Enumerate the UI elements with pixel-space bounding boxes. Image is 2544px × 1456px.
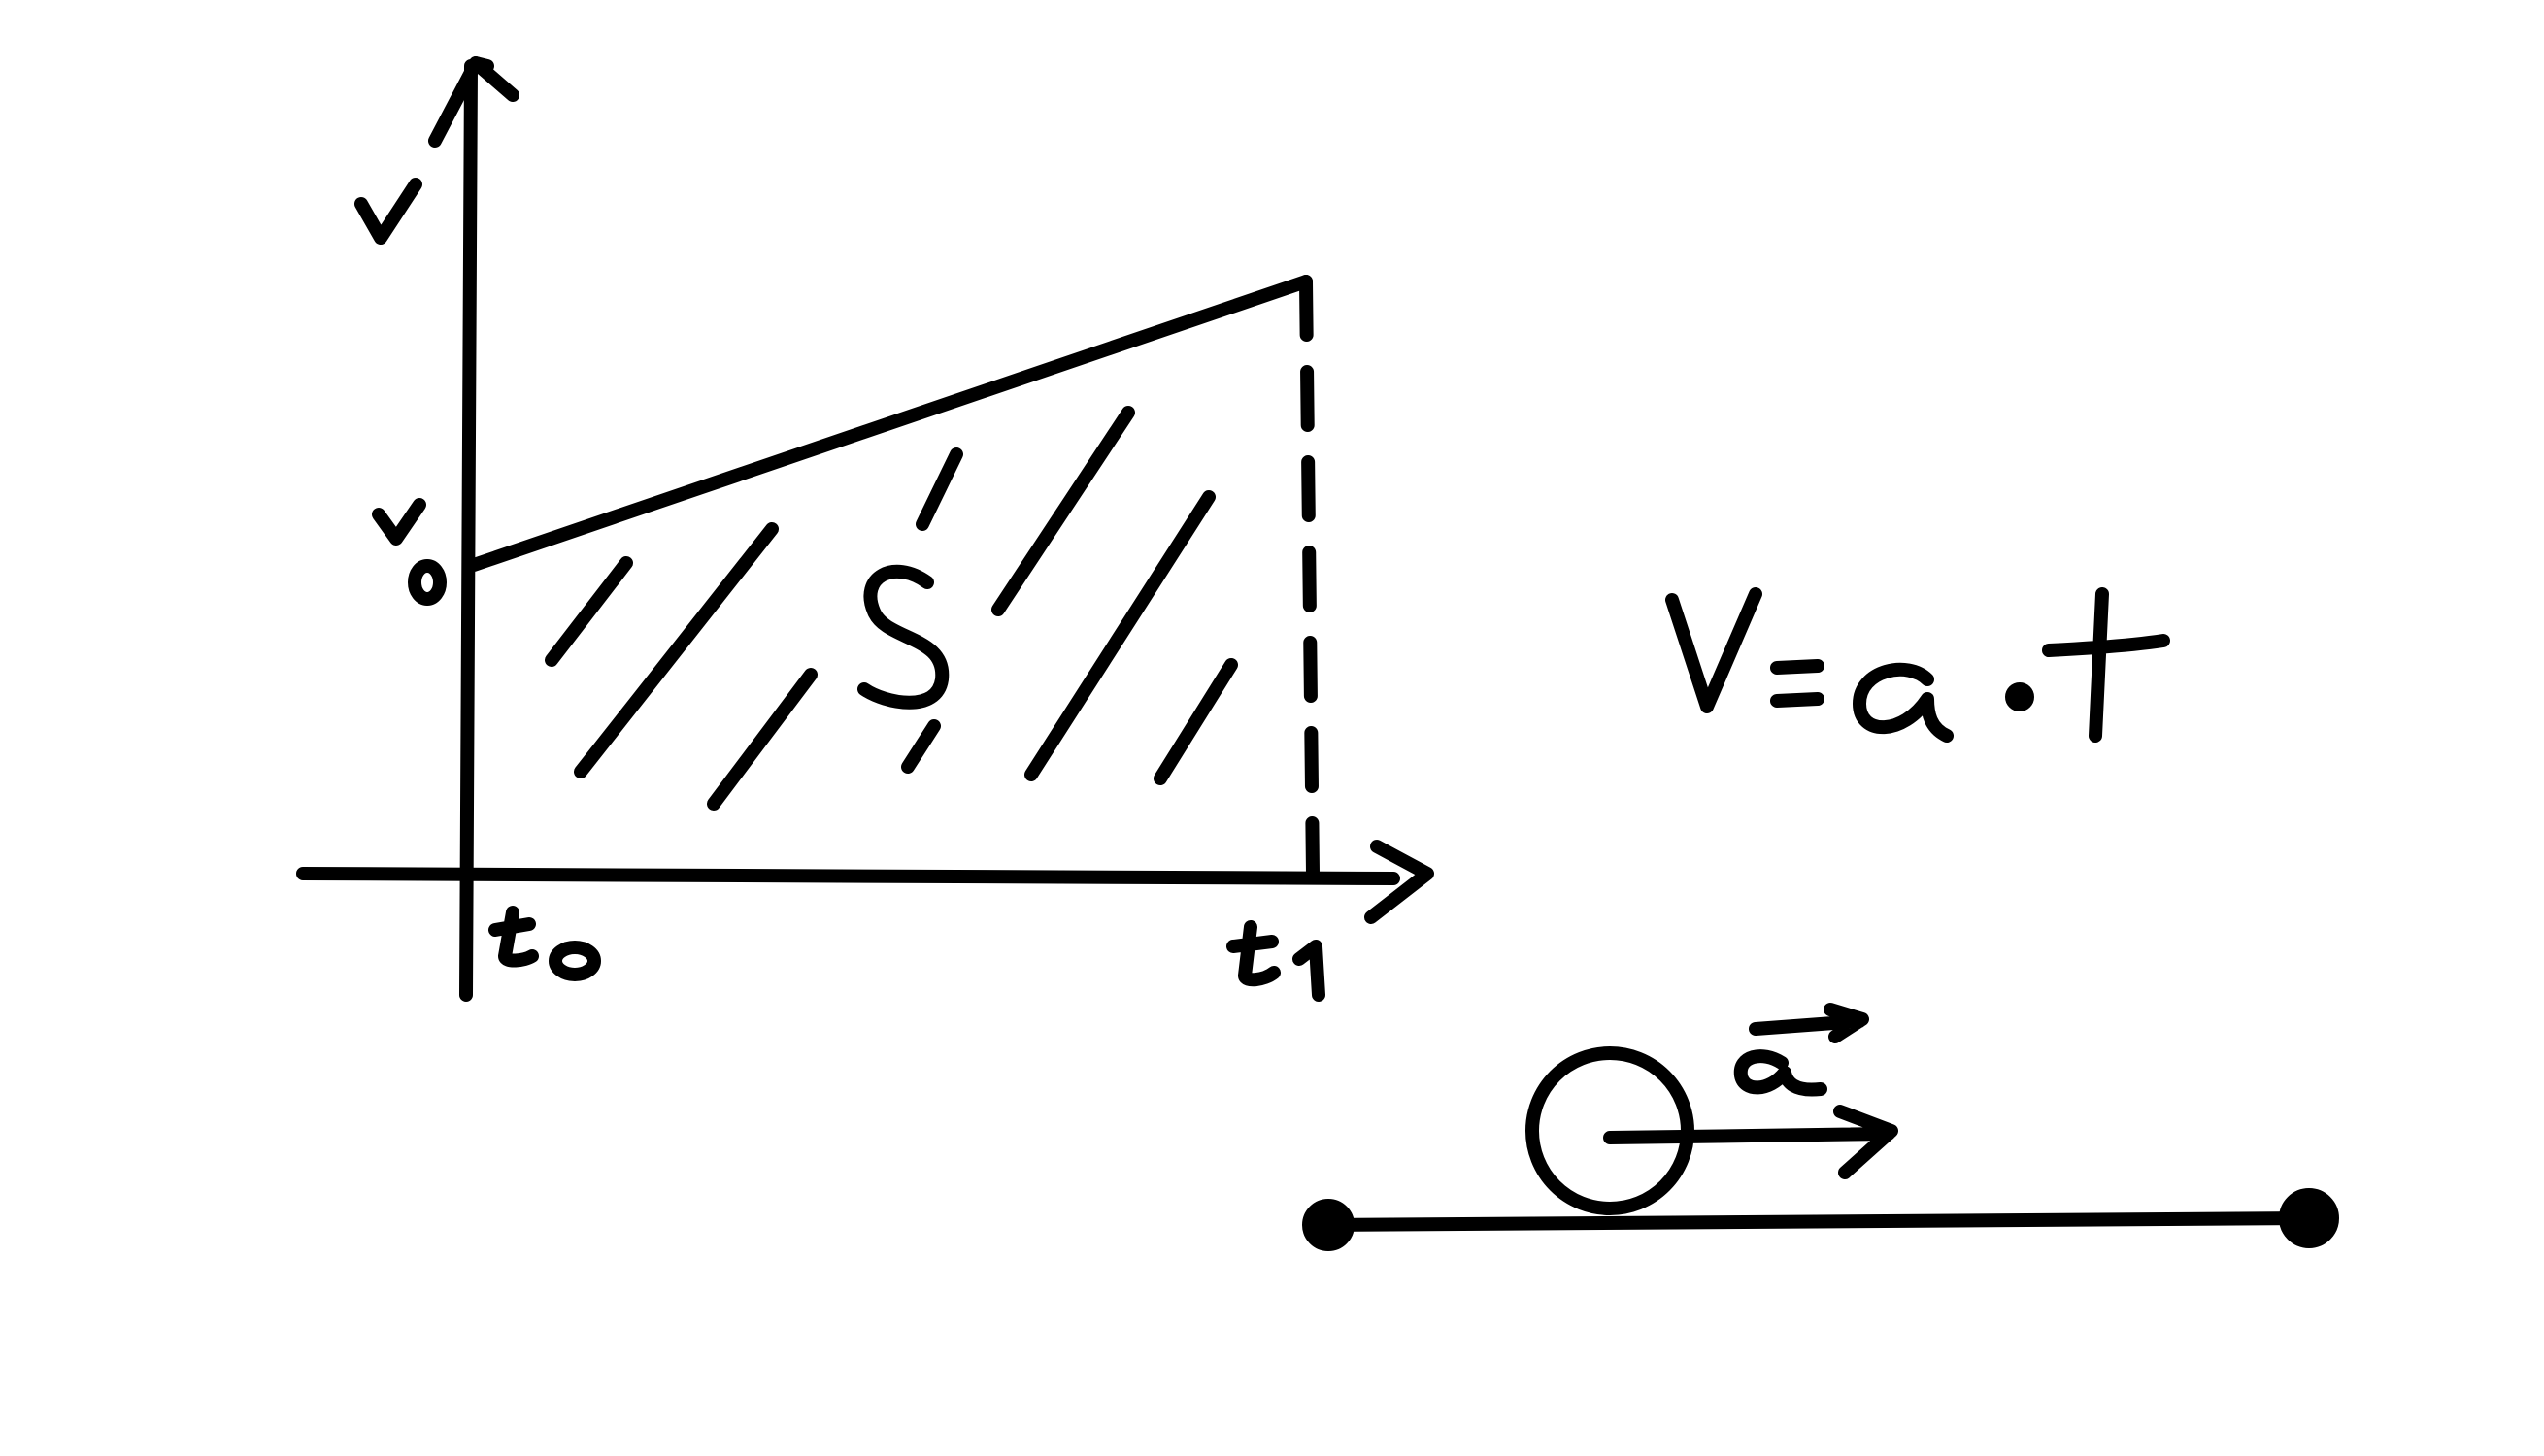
t1-dashed-line <box>1299 275 1320 880</box>
acceleration-label: a <box>1743 1020 1791 1110</box>
acceleration-label-glyph <box>1733 1049 1827 1097</box>
formula-lhs: V <box>1670 583 1763 742</box>
formula-dot-glyph <box>2005 682 2034 711</box>
velocity-line <box>467 275 1313 572</box>
v0-label: V <box>386 499 419 555</box>
t1-label-glyph <box>1226 920 1281 987</box>
vector-arrow-icon <box>1749 1003 1869 1043</box>
track-line <box>1322 1211 2316 1232</box>
t1-sub-glyph <box>1292 940 1325 1002</box>
t0-label: t <box>500 911 519 968</box>
track-start-point <box>1302 1199 1355 1251</box>
formula-eq: = <box>1772 628 1845 730</box>
t0-label-glyph <box>488 906 539 968</box>
formula-t-glyph <box>2042 587 2170 743</box>
t0-sub-glyph <box>549 941 601 981</box>
v-axis-label-glyph <box>354 178 422 245</box>
formula-eq-glyph <box>1770 659 1824 708</box>
area-label-glyph <box>857 564 950 710</box>
t1-sub: 1 <box>1299 964 1322 1004</box>
t0-sub: 0 <box>563 940 586 979</box>
v-axis-label: V <box>384 180 423 248</box>
area-label: S <box>869 582 943 717</box>
formula-a: a <box>1855 629 1926 764</box>
track-end-point <box>2279 1188 2339 1248</box>
formula-v-glyph <box>1665 587 1762 713</box>
motion-sketch <box>1302 1003 2339 1251</box>
v0-label-glyph <box>372 498 426 546</box>
formula-a-glyph <box>1853 662 1954 743</box>
velocity-time-graph <box>296 56 1434 1002</box>
t1-label: t <box>1238 931 1257 987</box>
t-axis <box>296 840 1434 924</box>
area-hatching <box>545 406 1238 811</box>
v0-sub: 0 <box>418 561 440 601</box>
v0-sub-glyph <box>408 559 447 606</box>
v-axis <box>428 56 519 1002</box>
formula-dot: · <box>2005 638 2033 740</box>
formula <box>1665 587 2170 743</box>
formula-t: t <box>2049 611 2102 769</box>
acceleration-arrow <box>1603 1105 1898 1179</box>
